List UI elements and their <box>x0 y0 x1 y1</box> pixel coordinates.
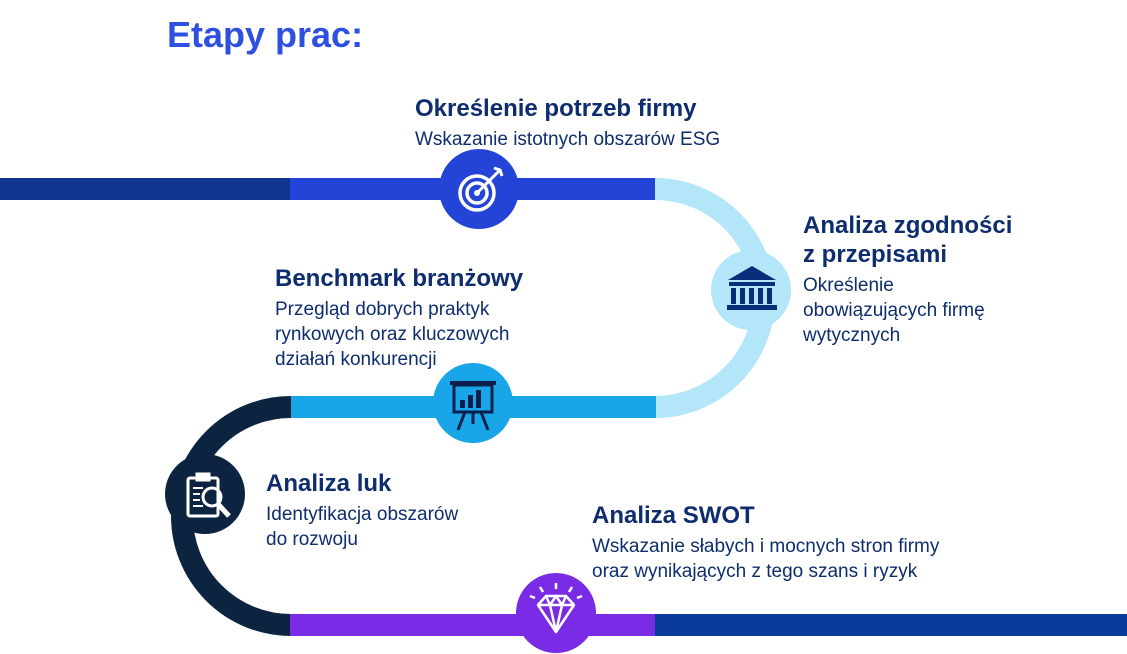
step-node-gap <box>165 454 245 534</box>
step-gap: Analiza luk Identyfikacja obszarów do ro… <box>266 470 458 552</box>
step-heading: Określenie potrzeb firmy <box>415 95 697 122</box>
page-title: Etapy prac: <box>167 14 364 55</box>
step-description: Identyfikacja obszarów do rozwoju <box>266 504 459 550</box>
step-description: Przegląd dobrych praktyk rynkowych oraz … <box>275 299 510 370</box>
step-node-benchmark <box>433 363 513 443</box>
step-description: Wskazanie istotnych obszarów ESG <box>415 129 721 150</box>
step-heading: Benchmark branżowy <box>275 265 524 292</box>
step-heading: Analiza luk <box>266 470 392 497</box>
target-icon <box>458 166 504 212</box>
step-description: Określenie obowiązujących firmę wytyczny… <box>803 275 985 346</box>
magnifier-clipboard-icon <box>186 472 231 518</box>
step-heading: Analiza SWOT <box>592 502 755 529</box>
bank-building-icon <box>727 266 777 310</box>
step-swot: Analiza SWOT Wskazanie słabych i mocnych… <box>592 502 939 584</box>
step-node-compliance <box>711 250 791 330</box>
step-benchmark: Benchmark branżowy Przegląd dobrych prak… <box>275 265 523 372</box>
diamond-icon <box>529 583 583 634</box>
step-compliance: Analiza zgodności z przepisami Określeni… <box>803 211 1012 348</box>
step-node-swot <box>516 573 596 653</box>
step-needs: Określenie potrzeb firmy Wskazanie istot… <box>415 95 720 152</box>
step-node-needs <box>439 149 519 229</box>
step-description: Wskazanie słabych i mocnych stron firmy … <box>592 536 940 582</box>
presentation-chart-icon <box>450 381 496 431</box>
step-heading: Analiza zgodności z przepisami <box>803 212 1013 268</box>
